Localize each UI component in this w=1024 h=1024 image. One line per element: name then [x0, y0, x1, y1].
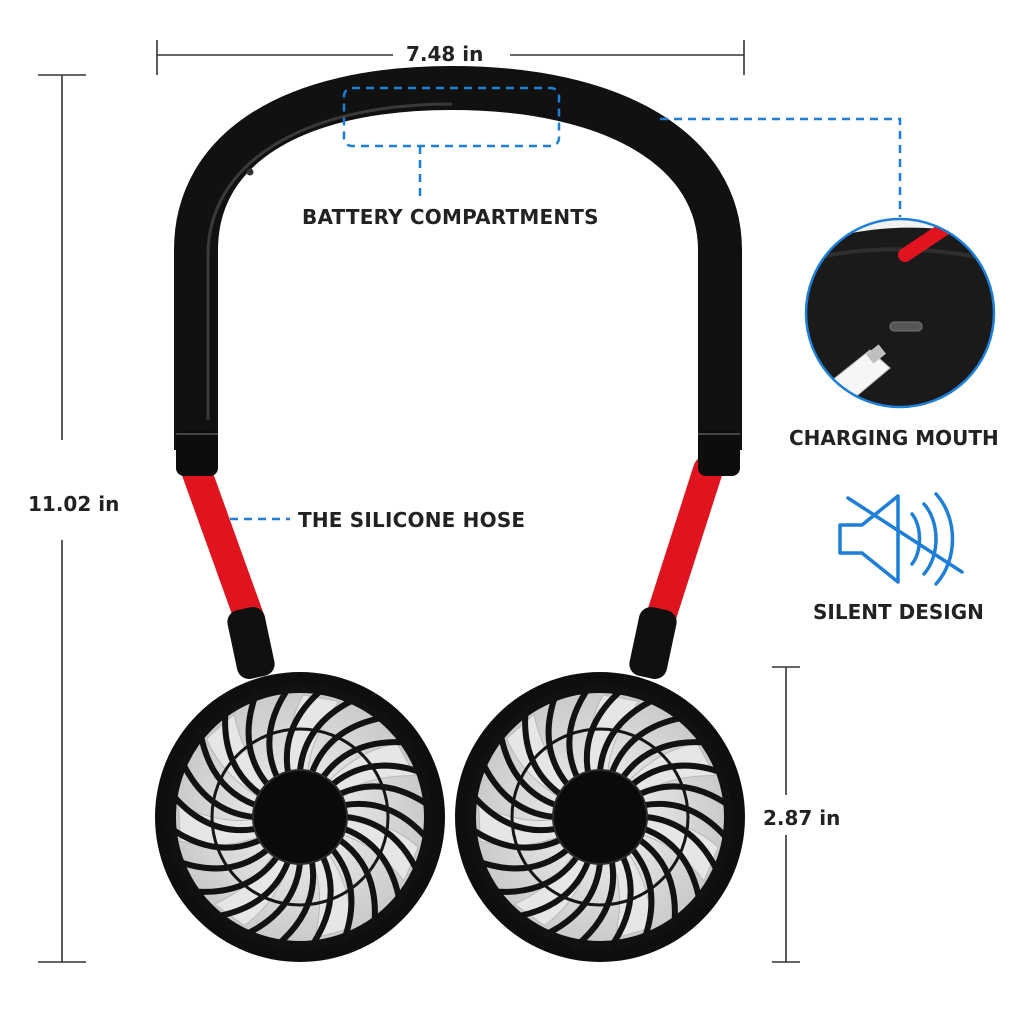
neck-fan-body: [174, 65, 742, 679]
silicone-hose-label: THE SILICONE HOSE: [298, 508, 526, 532]
silicone-hose-right: [645, 455, 723, 635]
fan-diameter-label: 2.87 in: [763, 802, 841, 834]
silent-design-label: SILENT DESIGN: [813, 600, 984, 624]
silicone-hose-left: [181, 455, 265, 635]
speaker-muted-icon: [838, 492, 964, 586]
charging-callout-line: [660, 117, 902, 218]
battery-compartments-label: BATTERY COMPARTMENTS: [302, 205, 599, 229]
height-dimension-line: [38, 74, 86, 963]
height-dimension-label: 11.02 in: [28, 488, 120, 520]
fan-left: [155, 672, 445, 962]
battery-callout: [342, 86, 561, 196]
charging-mouth-label: CHARGING MOUTH: [789, 426, 999, 450]
width-dimension-line: [156, 40, 745, 75]
fan-right: [455, 672, 745, 962]
fan-dimension-line: [772, 666, 800, 963]
charging-port-inset: [804, 217, 996, 409]
width-dimension-label: 7.48 in: [400, 42, 490, 66]
